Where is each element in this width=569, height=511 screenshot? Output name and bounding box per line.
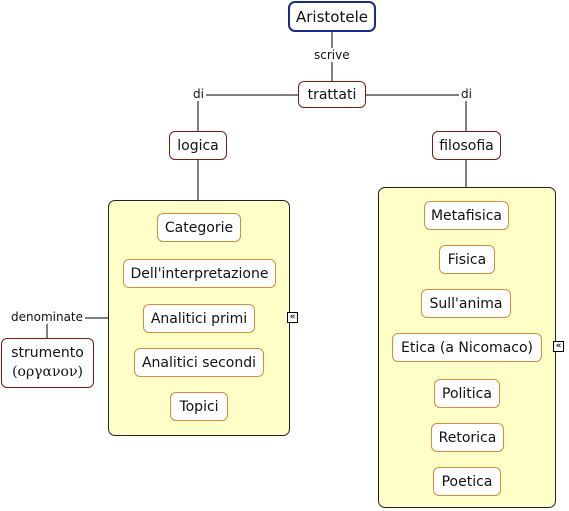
item-poetica[interactable]: Poetica xyxy=(433,467,501,496)
item-label: Analitici secondi xyxy=(141,354,257,371)
item-label: Topici xyxy=(179,398,219,415)
item-politica[interactable]: Politica xyxy=(434,379,500,408)
node-strumento-label: strumento xyxy=(11,345,84,361)
item-fisica[interactable]: Fisica xyxy=(439,245,495,274)
item-label: Politica xyxy=(442,385,492,402)
item-label: Sull'anima xyxy=(429,295,503,312)
item-label: Dell'interpretazione xyxy=(130,265,269,282)
node-trattati[interactable]: trattati xyxy=(298,81,366,108)
link-label-denominate: denominate xyxy=(9,310,86,324)
item-label: Categorie xyxy=(164,219,234,236)
node-strumento-greek: (οργανον) xyxy=(12,364,83,380)
item-analitici-primi[interactable]: Analitici primi xyxy=(143,304,255,333)
item-label: Poetica xyxy=(441,473,493,490)
item-analitici-secondi[interactable]: Analitici secondi xyxy=(134,348,264,377)
item-metafisica[interactable]: Metafisica xyxy=(424,201,509,230)
item-label: Analitici primi xyxy=(150,310,248,327)
node-filosofia-label: filosofia xyxy=(439,137,494,154)
item-dell-interpretazione[interactable]: Dell'interpretazione xyxy=(123,259,276,288)
link-label-di-left: di xyxy=(191,87,206,101)
item-topici[interactable]: Topici xyxy=(170,392,228,421)
collapse-toggle-icon[interactable]: « xyxy=(553,341,564,352)
item-label: Metafisica xyxy=(430,207,503,224)
node-logica[interactable]: logica xyxy=(169,131,227,160)
node-trattati-label: trattati xyxy=(307,86,357,103)
node-logica-label: logica xyxy=(177,137,219,154)
node-aristotele-label: Aristotele xyxy=(296,7,368,26)
node-filosofia[interactable]: filosofia xyxy=(432,131,501,160)
item-label: Etica (a Nicomaco) xyxy=(400,339,533,356)
node-strumento[interactable]: strumento (οργανον) xyxy=(1,338,94,388)
link-label-scrive: scrive xyxy=(312,48,352,62)
collapse-toggle-icon[interactable]: « xyxy=(287,312,298,323)
item-label: Retorica xyxy=(438,429,497,446)
item-etica[interactable]: Etica (a Nicomaco) xyxy=(392,333,542,362)
node-aristotele[interactable]: Aristotele xyxy=(288,1,376,32)
item-categorie[interactable]: Categorie xyxy=(157,213,241,242)
item-label: Fisica xyxy=(447,251,487,268)
item-sull-anima[interactable]: Sull'anima xyxy=(421,289,511,318)
item-retorica[interactable]: Retorica xyxy=(431,423,504,452)
link-label-di-right: di xyxy=(459,87,474,101)
